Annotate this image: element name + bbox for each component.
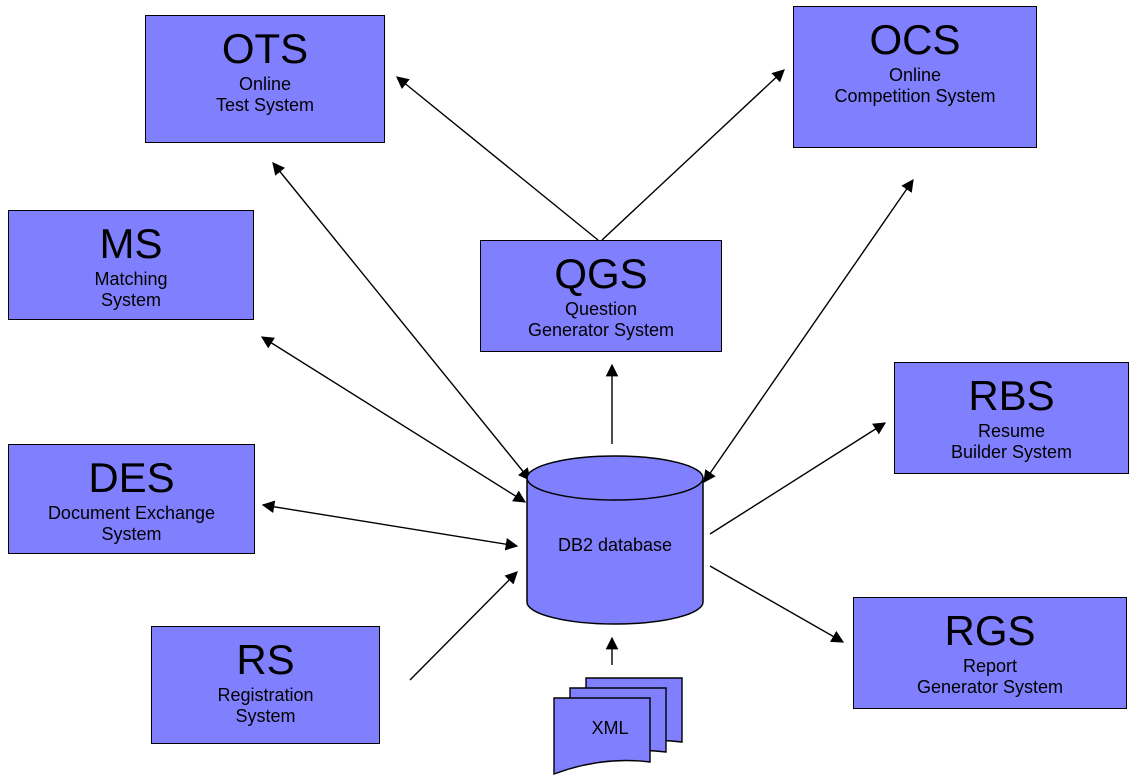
connector-db-ms bbox=[260, 336, 527, 503]
system-box-ms: MS Matching System bbox=[8, 210, 254, 320]
connector-qgs-ocs bbox=[601, 69, 785, 241]
system-full-name: Question Generator System bbox=[527, 299, 675, 340]
system-abbr: OTS bbox=[221, 25, 309, 72]
system-full-name: Registration System bbox=[217, 685, 314, 726]
connector-db-rbs bbox=[709, 422, 887, 535]
system-abbr: RGS bbox=[944, 607, 1036, 654]
system-full-name: Document Exchange System bbox=[47, 503, 216, 544]
system-abbr: RS bbox=[236, 636, 295, 683]
system-box-rgs: RGS Report Generator System bbox=[853, 597, 1127, 709]
connector-db-rgs bbox=[709, 565, 845, 643]
system-full-name: Matching System bbox=[94, 269, 168, 310]
system-full-name: Resume Builder System bbox=[950, 421, 1073, 462]
system-abbr: MS bbox=[99, 220, 163, 267]
system-box-qgs: QGS Question Generator System bbox=[480, 240, 722, 352]
system-abbr: DES bbox=[88, 454, 175, 501]
database-label: DB2 database bbox=[557, 535, 673, 555]
system-full-name: Online Test System bbox=[215, 74, 315, 115]
system-full-name: Report Generator System bbox=[916, 656, 1064, 697]
system-box-rbs: RBS Resume Builder System bbox=[894, 362, 1129, 474]
connector-db-ocs bbox=[703, 178, 914, 484]
connector-qgs-ots bbox=[396, 76, 599, 241]
system-box-des: DES Document Exchange System bbox=[8, 444, 255, 554]
connector-rs-db bbox=[409, 571, 518, 681]
system-box-ots: OTS Online Test System bbox=[145, 15, 385, 143]
system-full-name: Online Competition System bbox=[834, 65, 996, 106]
xml-label: XML bbox=[591, 718, 629, 738]
system-abbr: RBS bbox=[968, 372, 1055, 419]
system-box-ocs: OCS Online Competition System bbox=[793, 6, 1037, 148]
system-abbr: QGS bbox=[554, 250, 648, 297]
xml-documents-icon bbox=[553, 677, 683, 775]
system-box-rs: RS Registration System bbox=[151, 626, 380, 744]
connector-db-des bbox=[261, 500, 519, 551]
system-abbr: OCS bbox=[869, 16, 961, 63]
database-cylinder bbox=[526, 455, 704, 625]
